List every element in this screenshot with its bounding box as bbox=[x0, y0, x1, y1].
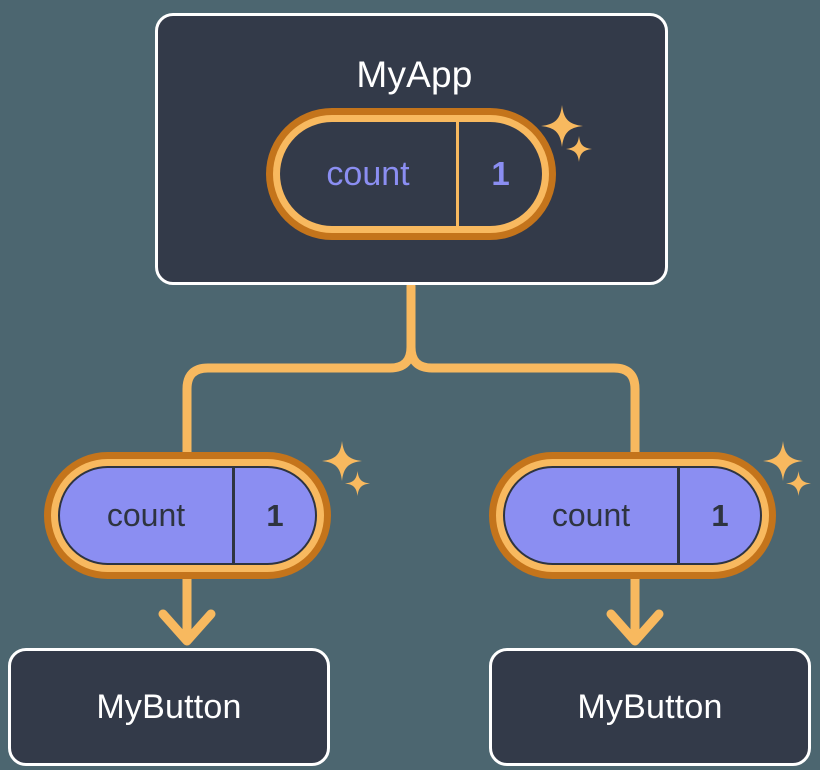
state-value-label: 1 bbox=[677, 468, 760, 563]
sparkle-icon bbox=[786, 471, 811, 496]
component-name-label: MyButton bbox=[96, 687, 242, 726]
state-pill-ring: count 1 bbox=[51, 459, 324, 572]
state-pill-ring: count 1 bbox=[273, 115, 549, 233]
tree-branch-connector bbox=[182, 281, 640, 457]
sparkle-icon bbox=[345, 471, 370, 496]
state-key-label: count bbox=[106, 497, 186, 533]
sparkle-icon bbox=[322, 441, 362, 481]
state-pill-body: count 1 bbox=[280, 122, 542, 226]
component-card-mybutton-left[interactable]: MyButton bbox=[8, 648, 330, 766]
page-title: MyApp bbox=[356, 54, 473, 95]
state-pill-myapp[interactable]: count 1 bbox=[266, 108, 556, 240]
state-pill-ring: count 1 bbox=[496, 459, 769, 572]
arrow-down-icon bbox=[606, 579, 664, 646]
component-card-mybutton-right[interactable]: MyButton bbox=[489, 648, 811, 766]
state-pill-child-left[interactable]: count 1 bbox=[44, 452, 331, 579]
state-value-label: 1 bbox=[232, 468, 315, 563]
state-key-label: count bbox=[326, 154, 410, 193]
state-pill-child-right[interactable]: count 1 bbox=[489, 452, 776, 579]
sparkle-icon bbox=[763, 441, 803, 481]
state-key-label: count bbox=[551, 497, 631, 533]
component-name-label: MyButton bbox=[577, 687, 723, 726]
arrow-down-icon bbox=[158, 579, 216, 646]
state-pill-body: count 1 bbox=[58, 466, 317, 565]
state-value-label: 1 bbox=[456, 122, 542, 226]
state-pill-body: count 1 bbox=[503, 466, 762, 565]
